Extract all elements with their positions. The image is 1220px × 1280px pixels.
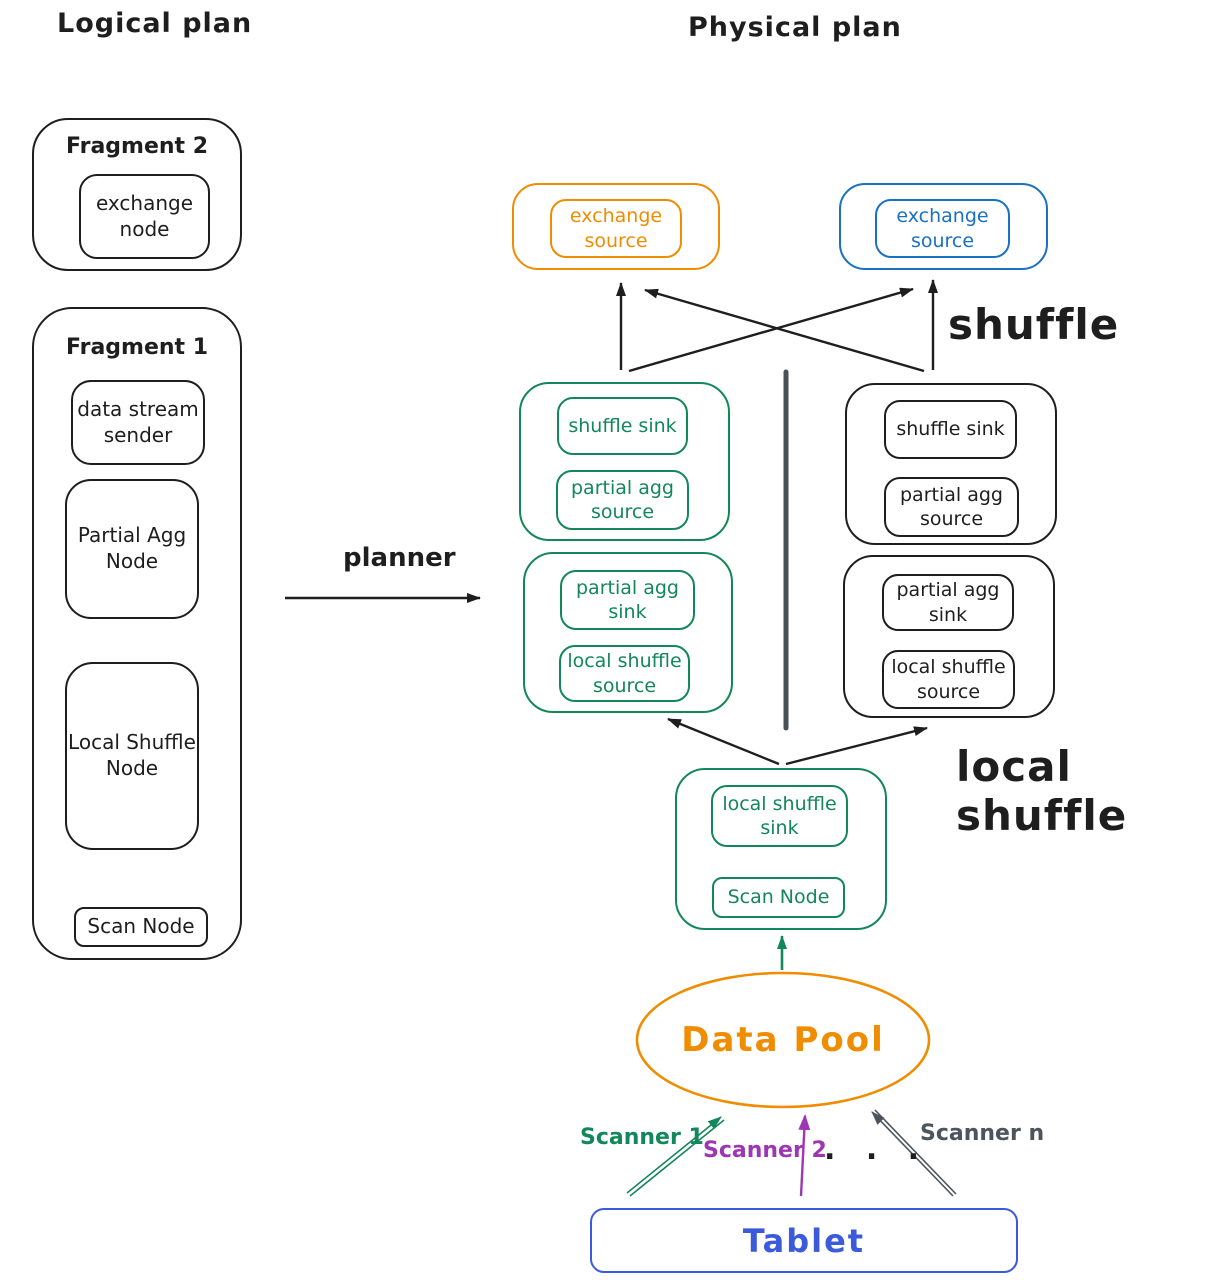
local-shuffle-label: local shuffle	[956, 742, 1128, 840]
exchange-node: exchange node	[79, 174, 210, 259]
fragment-1-label: Fragment 1	[65, 335, 209, 360]
arrow-right-to-orange	[644, 288, 925, 373]
tablet-label: Tablet	[742, 1221, 866, 1260]
exchange-source-right-node: exchange source	[875, 199, 1010, 258]
exchange-source-left-label: exchange source	[569, 205, 663, 252]
partial-agg-source-left-node: partial agg source	[556, 470, 689, 530]
local-shuffle-source-right-label: local shuffle source	[891, 656, 1006, 703]
partial-agg-source-left-label: partial agg source	[571, 476, 674, 523]
pipeline-right-lower-group: partial agg sink local shuffle source	[843, 555, 1055, 718]
partial-agg-sink-left-label: partial agg sink	[576, 576, 679, 623]
scan-node-physical: Scan Node	[712, 877, 845, 918]
pipeline-left-upper-group: shuffle sink partial agg source	[519, 382, 730, 541]
arrow-scan-to-left-pipeline	[667, 717, 780, 766]
exchange-source-right-group: exchange source	[839, 183, 1048, 270]
partial-agg-sink-left-node: partial agg sink	[560, 570, 695, 630]
partial-agg-node: Partial Agg Node	[65, 479, 199, 619]
partial-agg-source-right-label: partial agg source	[900, 483, 1003, 530]
arrow-left-to-blue	[628, 287, 914, 373]
partial-agg-sink-right-node: partial agg sink	[882, 574, 1014, 631]
local-shuffle-sink-label: local shuffle sink	[722, 792, 837, 839]
data-stream-sender-label: data stream sender	[77, 396, 199, 447]
scanner-2-label: Scanner 2	[703, 1138, 827, 1163]
fragment-2-label: Fragment 2	[65, 134, 209, 159]
exchange-source-left-node: exchange source	[550, 199, 682, 258]
shuffle-label: shuffle	[948, 300, 1120, 349]
fragment-2-group: Fragment 2 exchange node	[32, 118, 242, 271]
exchange-source-right-label: exchange source	[896, 205, 989, 252]
partial-agg-node-label: Partial Agg Node	[77, 523, 187, 573]
shuffle-sink-left-node: shuffle sink	[557, 397, 688, 455]
shuffle-sink-right-node: shuffle sink	[884, 400, 1017, 459]
tablet-box: Tablet	[590, 1208, 1018, 1273]
local-shuffle-source-right-node: local shuffle source	[882, 650, 1015, 709]
logical-plan-title: Logical plan	[57, 8, 253, 39]
scan-node-logical-label: Scan Node	[87, 914, 195, 939]
arrow-scan-to-right-pipeline	[785, 726, 928, 766]
pipeline-right-upper-group: shuffle sink partial agg source	[845, 383, 1057, 545]
partial-agg-source-right-node: partial agg source	[884, 477, 1019, 537]
scanner-n-label: Scanner n	[920, 1121, 1045, 1146]
exchange-node-label: exchange node	[95, 190, 194, 241]
partial-agg-sink-right-label: partial agg sink	[896, 579, 1000, 626]
local-shuffle-source-left-node: local shuffle source	[559, 645, 690, 702]
scan-node-logical: Scan Node	[74, 907, 208, 947]
scan-node-physical-label: Scan Node	[727, 886, 830, 909]
pipeline-left-lower-group: partial agg sink local shuffle source	[523, 552, 733, 713]
local-shuffle-sink-node: local shuffle sink	[711, 785, 848, 847]
scanner-1-label: Scanner 1	[580, 1125, 704, 1150]
scanner-ellipsis: . . .	[824, 1132, 930, 1167]
shuffle-sink-right-label: shuffle sink	[896, 418, 1005, 441]
local-shuffle-node: Local Shuffle Node	[65, 662, 199, 850]
scan-group: local shuffle sink Scan Node	[675, 768, 887, 930]
local-shuffle-source-left-label: local shuffle source	[567, 650, 682, 697]
planner-label: planner	[343, 543, 456, 573]
physical-plan-title: Physical plan	[688, 12, 902, 43]
data-stream-sender-node: data stream sender	[71, 380, 205, 465]
data-pool-label: Data Pool	[681, 1020, 885, 1060]
fragment-1-group: Fragment 1 data stream sender Partial Ag…	[32, 307, 242, 960]
exchange-source-left-group: exchange source	[512, 183, 720, 270]
shuffle-sink-left-label: shuffle sink	[568, 414, 677, 437]
local-shuffle-node-label: Local Shuffle Node	[68, 730, 196, 780]
